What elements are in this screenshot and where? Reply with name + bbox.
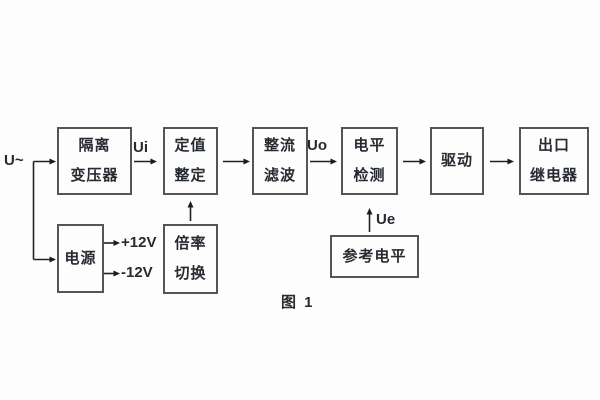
block-label-line: 整定 [174,167,207,184]
block-label-line: 隔离 [78,137,111,154]
rail-negative-label: -12V [121,264,153,281]
block-label-line: 滤波 [263,167,296,184]
block-level-detector: 电平 检测 [341,127,398,195]
block-power-supply: 电源 [57,224,104,293]
input-voltage-label: U~ [4,152,24,169]
block-rectifier-filter: 整流 滤波 [252,127,308,195]
block-label-line: 电平 [353,137,386,154]
ue-signal-label: Ue [376,211,396,228]
block-label-line: 整流 [263,137,296,154]
block-label-line: 倍率 [174,235,207,252]
block-label-line: 继电器 [529,167,578,184]
block-label-line: 出口 [537,137,570,154]
block-ratio-switch: 倍率 切换 [163,224,218,294]
uo-signal-label: Uo [307,137,327,154]
figure-caption: 图 1 [281,294,315,311]
block-label-line: 变压器 [70,167,119,184]
block-reference-level: 参考电平 [330,235,419,278]
block-label-line: 检测 [353,167,386,184]
block-label-line: 电源 [64,249,97,267]
block-output-relay: 出口 继电器 [519,127,589,195]
block-driver: 驱动 [430,127,484,195]
block-label-line: 切换 [174,265,207,282]
block-label-line: 驱动 [440,152,473,169]
block-label-line: 定值 [174,137,207,154]
block-label-line: 参考电平 [342,247,407,265]
block-setting-adjust: 定值 整定 [163,127,218,195]
block-isolation-transformer: 隔离 变压器 [57,127,132,195]
rail-positive-label: +12V [121,234,157,251]
ui-signal-label: Ui [133,139,148,156]
